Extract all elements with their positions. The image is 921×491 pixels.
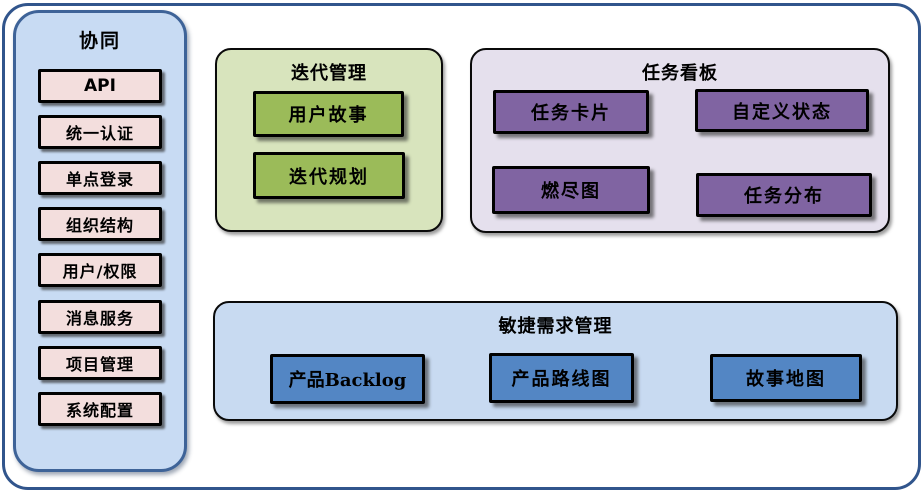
sidebar-title: 协同 [78,30,121,52]
panel-agile-title: 敏捷需求管理 [498,316,613,337]
sidebar-item-user-perms: 用户/权限 [38,253,162,287]
node-task-card: 任务卡片 [493,90,649,134]
sidebar-item-message-svc: 消息服务 [38,300,162,334]
sidebar-collaboration: 协同 API 统一认证 单点登录 组织结构 用户/权限 消息服务 项目管理 系统… [13,10,187,472]
panel-agile-requirements: 敏捷需求管理 产品Backlog 产品路线图 故事地图 [213,301,898,421]
panel-task-kanban: 任务看板 任务卡片 自定义状态 燃尽图 任务分布 [470,48,890,233]
sidebar-item-api: API [38,69,162,103]
node-user-story: 用户故事 [253,91,404,137]
sidebar-item-org-structure: 组织结构 [38,207,162,241]
node-custom-status: 自定义状态 [695,89,869,132]
outer-frame [2,3,921,490]
sidebar-item-sso: 单点登录 [38,161,162,195]
node-product-backlog: 产品Backlog [270,354,425,404]
panel-iteration-management: 迭代管理 用户故事 迭代规划 [215,48,443,232]
sidebar-item-system-config: 系统配置 [38,392,162,426]
sidebar-item-project-mgmt: 项目管理 [38,346,162,380]
node-story-map: 故事地图 [710,354,862,402]
node-product-roadmap: 产品路线图 [489,353,634,403]
sidebar-item-unified-auth: 统一认证 [38,115,162,149]
node-burndown-chart: 燃尽图 [492,166,650,214]
node-iteration-planning: 迭代规划 [253,152,405,199]
panel-kanban-title: 任务看板 [642,63,718,84]
node-task-distribution: 任务分布 [696,173,872,217]
panel-iteration-title: 迭代管理 [291,63,367,84]
